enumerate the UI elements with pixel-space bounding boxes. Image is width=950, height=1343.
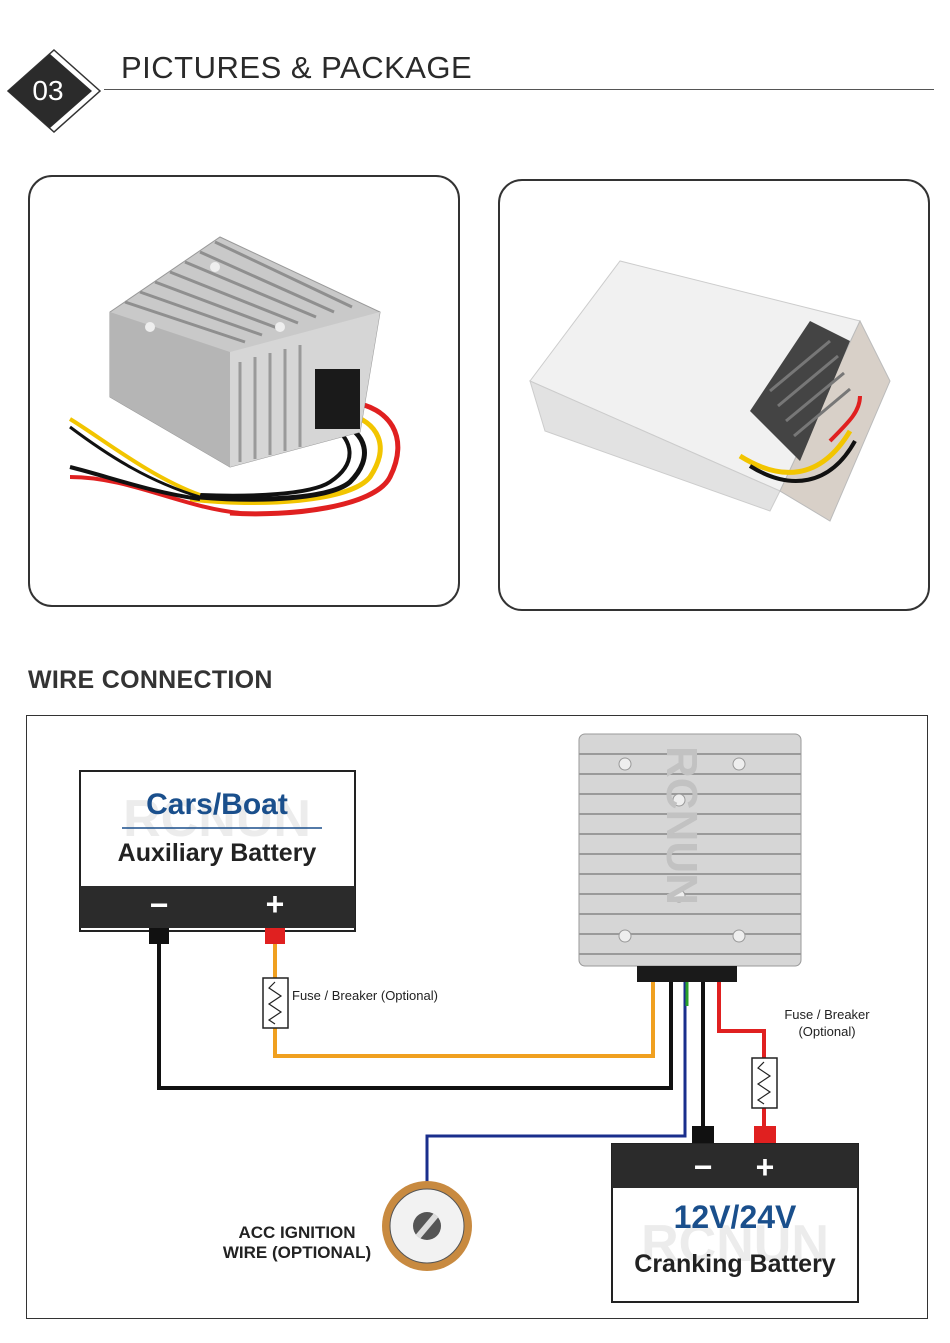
acc-wire [425,981,687,1191]
aux-battery-title: Cars/Boat [146,788,288,821]
badge-number: 03 [32,75,63,106]
aux-watermark: RCNUN [123,790,311,848]
aux-negative-wire [157,944,673,1090]
crank-battery-title: 12V/24V [674,1199,797,1235]
acc-label-2: WIRE (OPTIONAL) [223,1243,371,1262]
aux-battery-subtitle: Auxiliary Battery [118,839,317,867]
section-title: PICTURES & PACKAGE [121,50,473,85]
product-photo [68,236,401,517]
ignition-key-switch-icon [382,1181,472,1271]
converter-module: RCNUN [578,733,802,982]
wiring-diagram: Fuse / Breaker (Optional) Fuse / Breaker… [26,715,928,1319]
wire-connection-title: WIRE CONNECTION [28,666,273,694]
crank-battery-subtitle: Cranking Battery [634,1250,836,1278]
auxiliary-battery: RCNUN Cars/Boat Auxiliary Battery − + [79,770,356,944]
fuse-left-icon [262,977,289,1029]
crank-positive-sign: + [756,1149,775,1185]
crank-negative-sign: − [694,1149,713,1185]
fuse-right-label-2: (Optional) [798,1024,855,1039]
aux-negative-terminal [149,928,169,944]
fuse-left-label: Fuse / Breaker (Optional) [292,988,438,1003]
aux-positive-sign: + [266,886,285,922]
acc-label-1: ACC IGNITION [238,1223,355,1242]
crank-negative-terminal [692,1126,714,1146]
cranking-battery: − + RCNUN 12V/24V Cranking Battery [611,1126,859,1303]
converter-watermark: RCNUN [657,746,706,905]
fuse-right-label-1: Fuse / Breaker [784,1007,870,1022]
package-photo-card [498,179,930,611]
fuse-right-icon [751,1057,778,1109]
crank-positive-terminal [754,1126,776,1146]
crank-watermark: RCNUN [641,1215,829,1273]
section-number-badge: 03 [6,48,102,134]
package-photo [529,260,891,522]
aux-negative-sign: − [150,887,169,923]
aux-positive-terminal [265,928,285,944]
header-divider [104,89,934,90]
product-photo-card [28,175,460,607]
